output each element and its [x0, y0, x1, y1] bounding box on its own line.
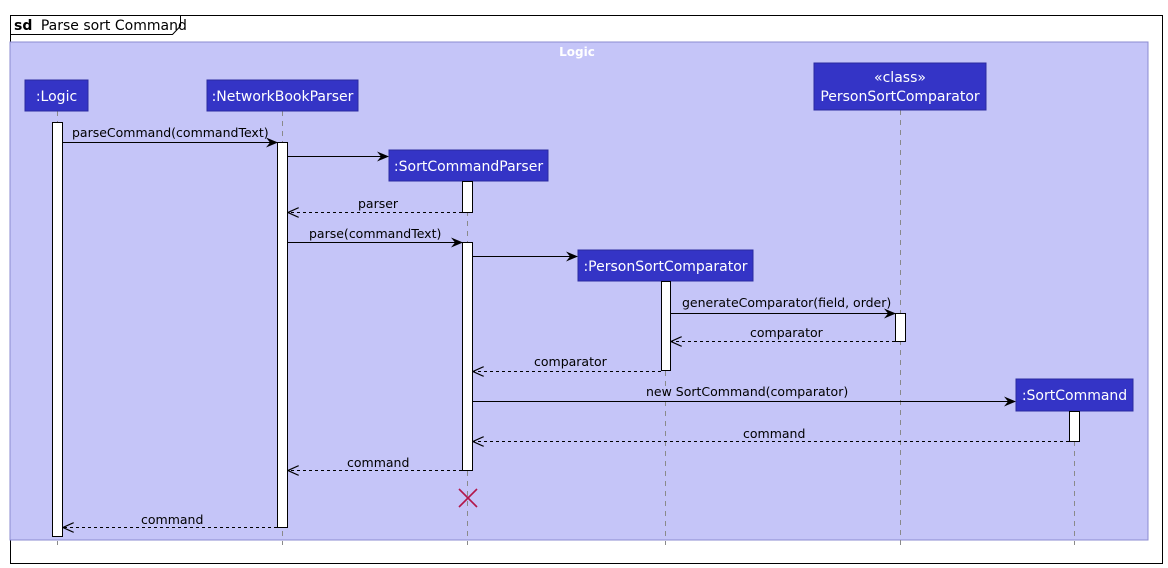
- message-label-generatecomparator: generateComparator(field, order): [682, 295, 891, 310]
- activation-sortcommand: [1069, 411, 1080, 442]
- participant-logic-label: :Logic: [36, 89, 77, 105]
- participant-sortcommand-label: :SortCommand: [1022, 388, 1127, 404]
- participant-personsortcomparator-class-stereotype: «class»: [874, 70, 926, 86]
- participant-networkbookparser: :NetworkBookParser: [206, 79, 359, 112]
- activation-personsortcomparator-class: [895, 313, 906, 342]
- message-label-command-return-logic: command: [141, 512, 203, 527]
- svg-text:sd Parse sort Command: sd Parse sort Command: [14, 18, 187, 34]
- frame-title: Parse sort Command: [41, 18, 187, 34]
- message-label-parsecommand: parseCommand(commandText): [72, 125, 269, 140]
- participant-logic: :Logic: [24, 79, 89, 112]
- message-label-comparator-return-class: comparator: [750, 325, 824, 340]
- activation-sortcommandparser-init: [462, 181, 473, 213]
- participant-sortcommand: :SortCommand: [1015, 378, 1134, 412]
- message-label-parse: parse(commandText): [309, 226, 441, 241]
- message-label-comparator-return: comparator: [534, 354, 608, 369]
- destroy-icon: [458, 488, 478, 508]
- activation-personsortcomparator: [661, 281, 671, 371]
- frame-keyword: sd: [14, 18, 32, 34]
- participant-sortcommandparser-label: :SortCommandParser: [394, 159, 543, 175]
- message-label-command-return-parser: command: [347, 455, 409, 470]
- activation-sortcommandparser-parse: [462, 242, 473, 471]
- message-label-command-return-sortcommand: command: [743, 426, 805, 441]
- activation-logic: [52, 122, 63, 537]
- participant-personsortcomparator-label: :PersonSortComparator: [583, 259, 747, 275]
- logic-box: [9, 41, 1149, 541]
- message-label-parser-return: parser: [358, 196, 399, 211]
- message-label-new-sortcommand: new SortCommand(comparator): [646, 384, 848, 399]
- participant-networkbookparser-label: :NetworkBookParser: [212, 89, 354, 105]
- activation-networkbookparser: [277, 142, 288, 528]
- participant-personsortcomparator: :PersonSortComparator: [577, 249, 754, 282]
- logic-box-title: Logic: [559, 45, 595, 59]
- participant-personsortcomparator-class-label: PersonSortComparator: [820, 89, 980, 105]
- frame-title-tab: [10, 15, 181, 35]
- participant-personsortcomparator-class: «class» PersonSortComparator: [813, 62, 987, 111]
- participant-sortcommandparser: :SortCommandParser: [388, 149, 549, 182]
